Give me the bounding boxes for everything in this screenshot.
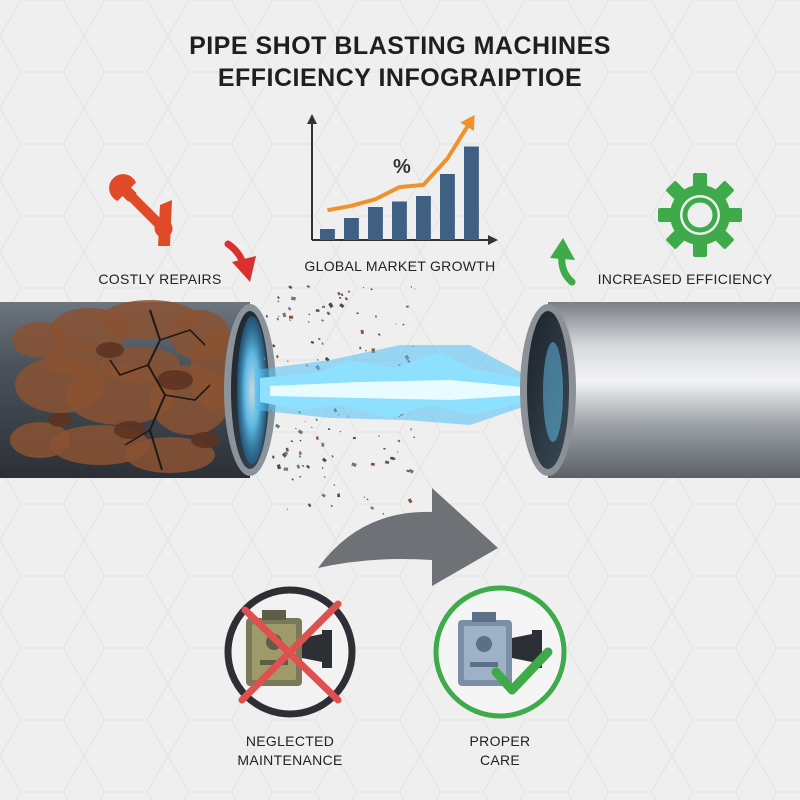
chart-y-arrowhead (307, 114, 317, 124)
proper-label-line-1: PROPER (469, 733, 531, 749)
gear-tooth (693, 173, 707, 189)
chart-bar (344, 218, 359, 240)
chart-trend-line (327, 118, 474, 213)
chart-bar (464, 146, 479, 240)
clean-pipe (520, 302, 800, 478)
market-growth-label: GLOBAL MARKET GROWTH (304, 258, 496, 274)
broken-piece-icon (158, 200, 172, 246)
blast-stream (255, 345, 575, 425)
title-line-1: PIPE SHOT BLASTING MACHINES (189, 32, 611, 60)
rusty-pipe (0, 300, 276, 478)
gear-tooth (693, 241, 707, 257)
chart-x-arrowhead (488, 235, 498, 245)
chart-bar (392, 201, 407, 240)
check-icon (491, 647, 553, 695)
up-arrow-icon (550, 238, 576, 286)
increased-efficiency-label: INCREASED EFFICIENCY (597, 271, 773, 287)
percent-symbol: % (393, 156, 411, 178)
down-arrow-icon (224, 240, 256, 282)
chart-bar (368, 207, 383, 240)
chart-trend-arrowhead (460, 114, 475, 132)
gear-icon (658, 173, 742, 257)
chart-bar (320, 229, 335, 240)
gear-tooth (658, 208, 674, 222)
proper-label-line-2: CARE (479, 752, 521, 768)
chart-bar (440, 174, 455, 240)
neglected-label-line-1: NEGLECTED (245, 733, 335, 749)
prohibited-machine-icon (246, 610, 332, 686)
title-line-2: EFFICIENCY INFOGRAIPTIOE (217, 64, 583, 92)
costly-repairs-label: COSTLY REPAIRS (98, 271, 222, 287)
chart-bar (416, 196, 431, 240)
gear-tooth (726, 208, 742, 222)
neglected-label-line-2: MAINTENANCE (237, 752, 343, 768)
